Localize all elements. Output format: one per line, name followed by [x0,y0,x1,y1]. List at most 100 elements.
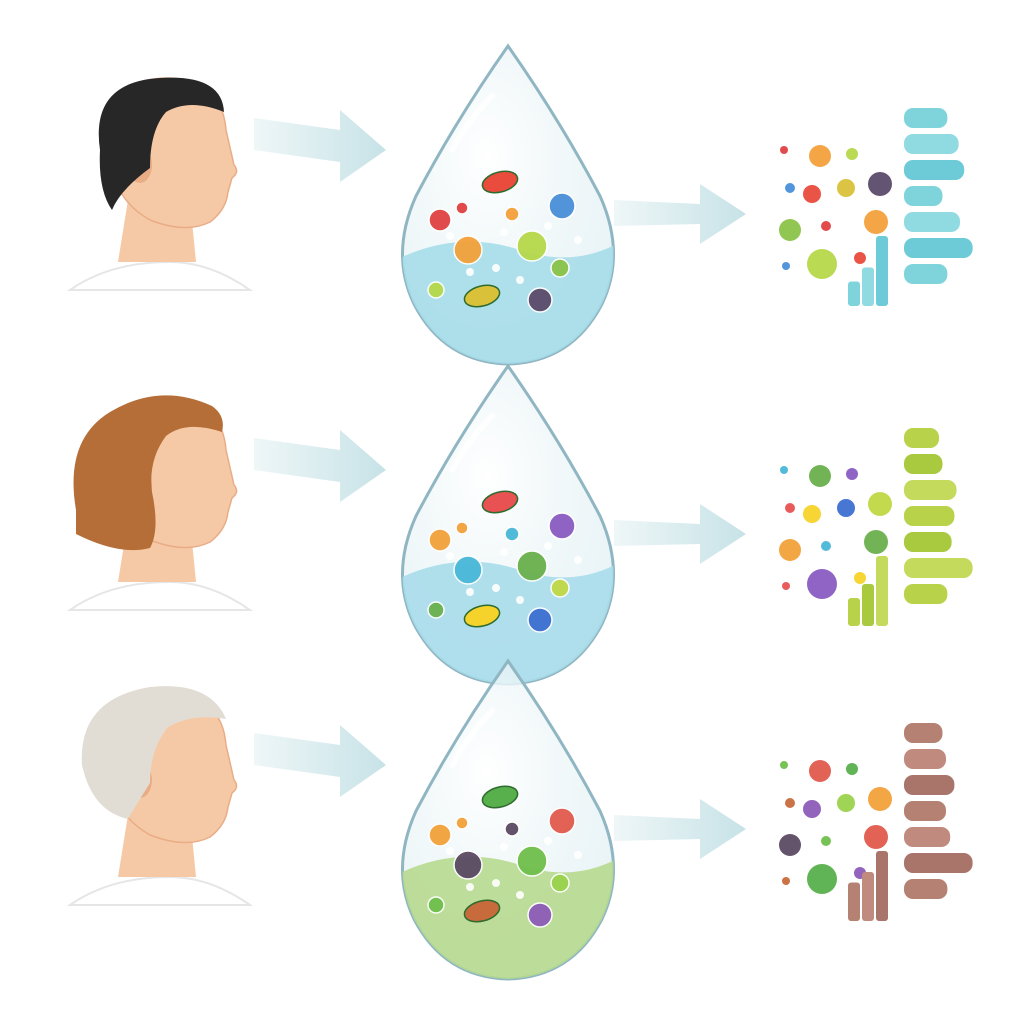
microbe-rod-icon [481,785,519,809]
flow-arrow-icon [254,110,386,182]
sample-droplet [401,658,615,981]
particle-icon [544,542,552,550]
metabolite-dot-icon [821,836,831,846]
particle-icon [544,222,552,230]
summary-bar [904,827,951,847]
summary-bar [904,879,948,899]
microbe-cell-icon [548,192,576,220]
particle-icon [446,232,454,240]
summary-bar [904,108,948,128]
metabolite-dot-icon [803,185,821,203]
metabolite-dot-icon [807,864,837,894]
metabolite-dot-icon [821,541,831,551]
metabolite-dot-icon [809,465,831,487]
metabolite-dot-icon [779,539,801,561]
particle-icon [492,264,500,272]
metabolite-dot-icon [803,800,821,818]
microbe-rod-icon [481,170,519,194]
microbe-cell-icon [427,601,445,619]
particle-icon [516,276,524,284]
particle-icon [500,228,508,236]
summary-bar [904,532,952,552]
metabolite-dot-icon [864,210,888,234]
person-hair [81,686,226,819]
particle-icon [500,843,508,851]
flow-arrow-icon [614,184,746,244]
metabolite-dot-icon [864,530,888,554]
microbe-cell-icon [527,607,553,633]
metabolite-dot-icon [780,466,788,474]
metabolite-dot-icon [785,798,795,808]
summary-bar [904,134,959,154]
metabolite-dot-icon [864,825,888,849]
metabolite-dot-icon [807,569,837,599]
microbe-rod-icon [481,490,519,514]
profile-summary [779,428,973,626]
summary-bar [904,212,960,232]
microbe-cell-icon [550,258,570,278]
summary-bar [904,428,939,448]
metabolite-dot-icon [868,492,892,516]
microbe-cell-icon [548,807,576,835]
profile-summary [779,723,973,921]
summary-column [848,882,860,921]
microbe-cell-icon [516,230,548,262]
summary-bar [904,584,948,604]
microbe-cell-icon [428,208,452,232]
microbe-cell-icon [453,235,483,265]
microbe-cell-icon [550,578,570,598]
person-shoulders [66,260,254,291]
profile-summary [779,108,973,306]
summary-bar [904,160,965,180]
metabolite-dot-icon [785,503,795,513]
summary-bar [904,506,955,526]
rows-layer [66,43,973,981]
summary-bar [904,454,943,474]
summary-bar [904,480,957,500]
row-middle-aged-woman [66,363,973,686]
person-profile [66,77,254,291]
summary-bar [904,775,955,795]
person-profile [66,686,254,906]
sample-droplet [401,43,615,366]
microbe-cell-icon [516,845,548,877]
microbe-rod-icon [463,899,501,923]
summary-bar [904,853,973,873]
flow-arrow-icon [614,504,746,564]
particle-icon [500,548,508,556]
microbe-cell-icon [548,512,576,540]
particle-icon [492,584,500,592]
summary-bar [904,186,943,206]
flow-arrow-icon [254,725,386,797]
summary-bar [904,723,943,743]
particle-icon [574,236,582,244]
microbe-cell-icon [527,902,553,928]
particle-icon [516,891,524,899]
particle-icon [574,851,582,859]
flow-arrow-icon [254,430,386,502]
microbe-cell-icon [504,206,520,222]
metabolite-dot-icon [868,787,892,811]
metabolite-dot-icon [803,505,821,523]
metabolite-dot-icon [782,877,790,885]
droplet-fluid [402,236,614,364]
particle-icon [544,837,552,845]
microbe-cell-icon [550,873,570,893]
metabolite-dot-icon [846,148,858,160]
droplet-highlight [449,93,495,153]
person-hair [98,77,224,210]
microbe-cell-icon [428,528,452,552]
droplet-highlight [449,708,495,768]
metabolite-dot-icon [837,794,855,812]
metabolite-dot-icon [779,834,801,856]
row-young-man [66,43,973,366]
metabolite-dot-icon [868,172,892,196]
metabolite-dot-icon [780,761,788,769]
summary-bar [904,749,946,769]
summary-column [848,281,860,306]
particle-icon [516,596,524,604]
summary-column [876,851,888,921]
microbe-cell-icon [428,823,452,847]
